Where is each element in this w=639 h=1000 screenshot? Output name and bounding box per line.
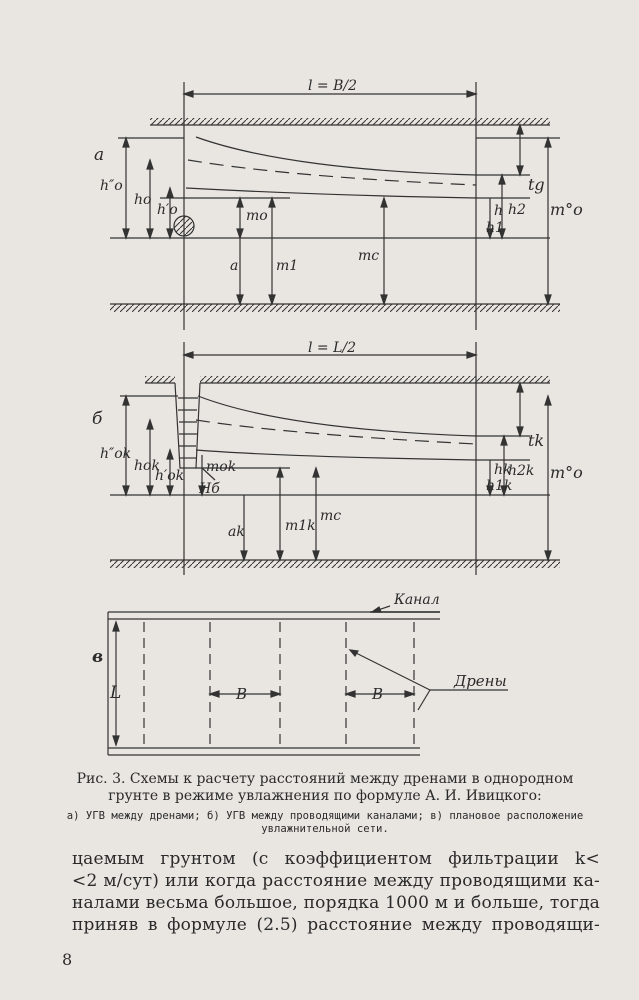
label-h1k: h1k [486, 478, 512, 494]
panel-c [107, 605, 508, 756]
label-drains: Дрены [453, 672, 507, 690]
label-h0pp: h″o [100, 178, 123, 194]
label-B-2: B [371, 685, 383, 703]
panel-c-label: в [92, 647, 103, 667]
label-tk: tk [528, 431, 544, 450]
body-text: цаемым грунтом (с коэффициентом фильтрац… [72, 848, 600, 936]
panel-c-labels: в Канал L B B Дрены [92, 592, 507, 703]
figure-3-schemes: а l = B/2 h″o ho h′o mo a m1 mc tg h2 h … [92, 78, 583, 756]
panel-b-label: б [92, 409, 103, 429]
label-tg: tg [528, 175, 545, 194]
label-h2k: h2k [508, 463, 534, 479]
body-line: приняв в формуле (2.5) расстояние между … [72, 915, 600, 935]
label-hb: Hб [198, 481, 220, 497]
label-h: h [494, 203, 503, 219]
label-mc-b: mc [320, 508, 341, 524]
figure-caption: Рис. 3. Схемы к расчету расстояний между… [76, 771, 574, 804]
body-line: цаемым грунтом (с коэффициентом фильтрац… [72, 849, 600, 869]
label-h0p: h′o [157, 202, 178, 218]
label-hk: hk [494, 462, 512, 478]
body-line: <2 м/сут) или когда расстояние между про… [72, 871, 600, 891]
page-number: 8 [62, 950, 73, 969]
label-m0k: mok [206, 459, 236, 475]
label-h0k-p: h′ok [155, 468, 184, 484]
panel-a [110, 82, 560, 330]
label-canal: Канал [393, 592, 440, 608]
figure-caption-legend: а) УГВ между дренами; б) УГВ между прово… [66, 810, 584, 835]
label-h1: h1 [486, 220, 504, 236]
label-l-l2: l = L/2 [308, 340, 356, 356]
label-l-b2: l = B/2 [308, 78, 357, 94]
label-mc: mc [358, 248, 379, 264]
label-m1: m1 [276, 258, 298, 274]
label-m1k: m1k [285, 518, 316, 534]
label-ak: ak [228, 524, 245, 540]
label-h0: ho [134, 192, 151, 208]
label-h0k: hok [134, 458, 160, 474]
panel-a-label: а [94, 145, 104, 165]
label-m0: mo [246, 208, 268, 224]
label-a: a [230, 258, 238, 274]
label-h2: h2 [508, 202, 526, 218]
panel-b-labels: б l = L/2 h″ok hok h′ok mok Hб ak m1k mc… [92, 340, 583, 540]
label-h0k-pp: h″ok [100, 446, 131, 462]
body-line: налами весьма большое, порядка 1000 м и … [72, 893, 600, 913]
label-m0e: m°o [550, 200, 583, 219]
label-B-1: B [235, 685, 247, 703]
label-m0e-b: m°o [550, 463, 583, 482]
label-L: L [109, 683, 121, 703]
panel-b [110, 342, 560, 575]
panel-a-labels: а l = B/2 h″o ho h′o mo a m1 mc tg h2 h … [94, 78, 583, 274]
